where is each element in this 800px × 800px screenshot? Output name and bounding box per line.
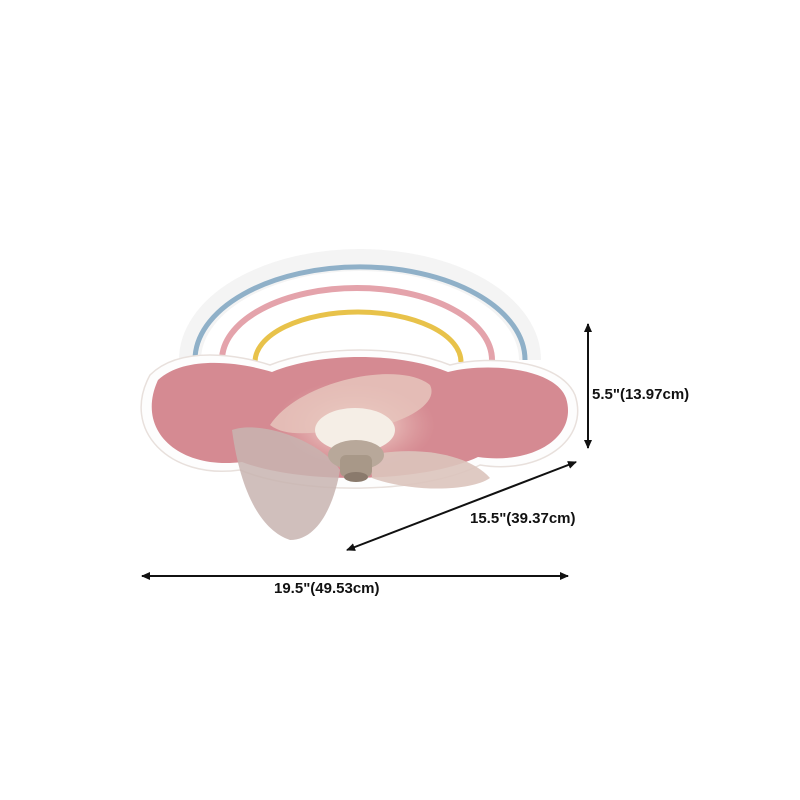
fan-blade — [270, 374, 432, 434]
fan-blade — [232, 427, 340, 540]
fan — [232, 374, 490, 540]
yellow-arc — [252, 309, 464, 363]
blue-arc — [192, 264, 528, 361]
dimension-lines — [141, 323, 592, 580]
depth-arrow — [346, 461, 577, 551]
pink-arc — [219, 285, 495, 361]
width-label: 19.5"(49.53cm) — [274, 580, 380, 597]
height-label: 5.5"(13.97cm) — [592, 386, 690, 403]
rainbow-arcs — [179, 249, 541, 363]
depth-label: 15.5"(39.37cm) — [470, 510, 576, 527]
